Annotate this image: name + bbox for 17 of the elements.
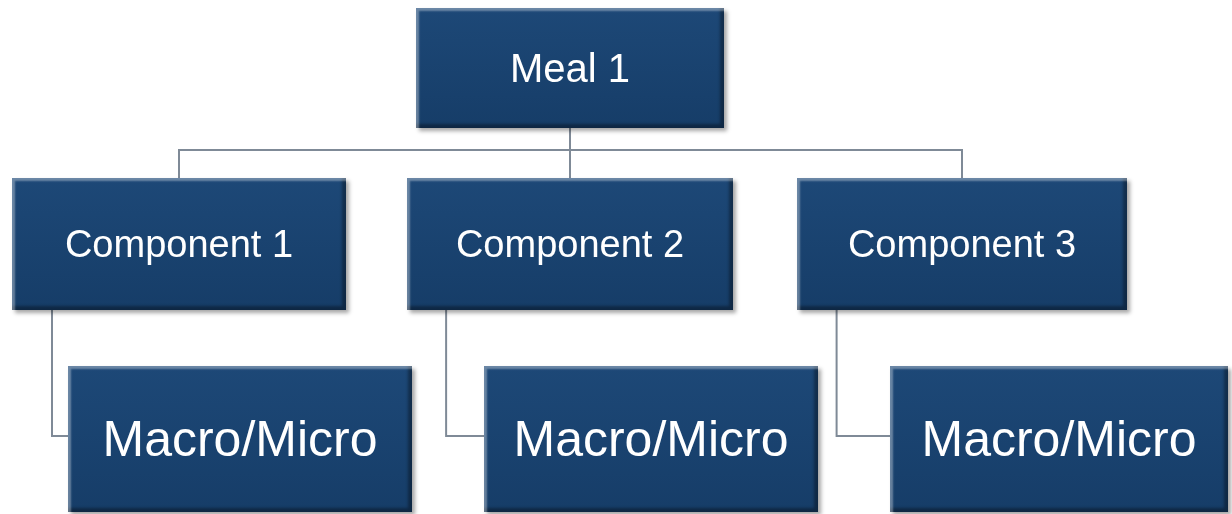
box-label: Meal 1 xyxy=(509,45,631,91)
process-box xyxy=(416,8,724,128)
box-label: Component 2 xyxy=(455,222,685,266)
box-label: Macro/Micro xyxy=(513,410,789,468)
process-box xyxy=(68,366,412,512)
connector-line xyxy=(445,309,485,438)
box-label: Macro/Micro xyxy=(921,410,1197,468)
process-box xyxy=(12,178,346,310)
connector-line xyxy=(835,309,891,438)
connector-line xyxy=(51,309,69,438)
box-label: Component 3 xyxy=(847,222,1077,266)
process-box xyxy=(890,366,1228,512)
box-label: Macro/Micro xyxy=(102,410,378,468)
process-box xyxy=(484,366,818,512)
process-box xyxy=(797,178,1127,310)
process-box xyxy=(407,178,733,310)
box-label: Component 1 xyxy=(64,222,294,266)
